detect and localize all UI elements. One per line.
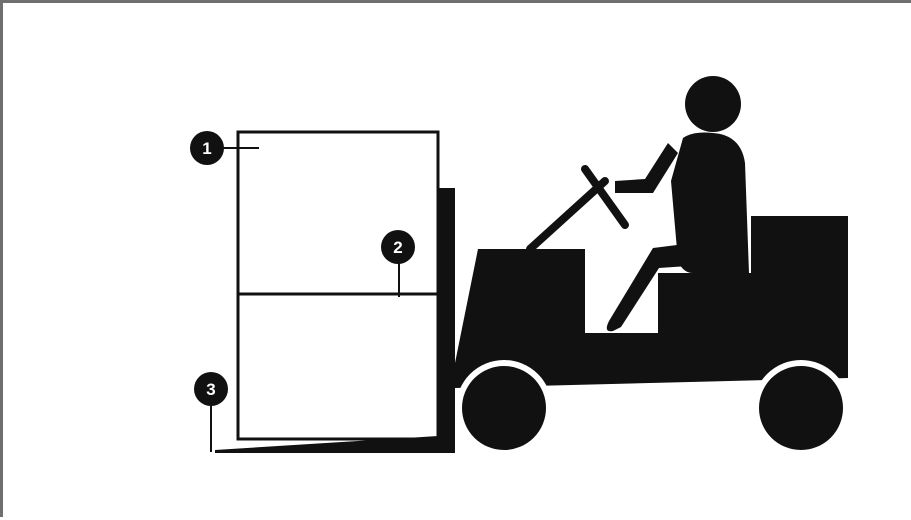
operator-arm: [615, 143, 678, 193]
callout-3: 3: [194, 372, 228, 406]
callout-1: 1: [190, 131, 224, 165]
callout-2-badge: [381, 230, 415, 264]
load-stack: [236, 130, 440, 441]
callout-2-number: 2: [393, 238, 402, 257]
callout-2: 2: [381, 230, 415, 264]
operator-figure: [606, 76, 749, 332]
steering-column: [526, 177, 609, 253]
callout-1-number: 1: [202, 139, 211, 158]
forklift-mast: [439, 188, 455, 453]
steering-wheel: [581, 165, 629, 229]
forklift-load-diagram: 1 2 3: [190, 76, 849, 456]
forklift-body: [455, 165, 848, 388]
callout-leaders: [210, 147, 400, 452]
upper-load-box: [236, 130, 440, 296]
operator-head: [685, 76, 741, 132]
forklift-front-body: [455, 216, 848, 388]
callout-3-number: 3: [206, 380, 215, 399]
callout-3-badge: [194, 372, 228, 406]
operator-torso: [671, 132, 749, 273]
front-wheel: [456, 360, 552, 456]
wheels: [456, 360, 849, 456]
operator-leg: [606, 243, 703, 332]
lower-load-box: [236, 292, 440, 441]
rear-wheel: [753, 360, 849, 456]
callout-1-badge: [190, 131, 224, 165]
